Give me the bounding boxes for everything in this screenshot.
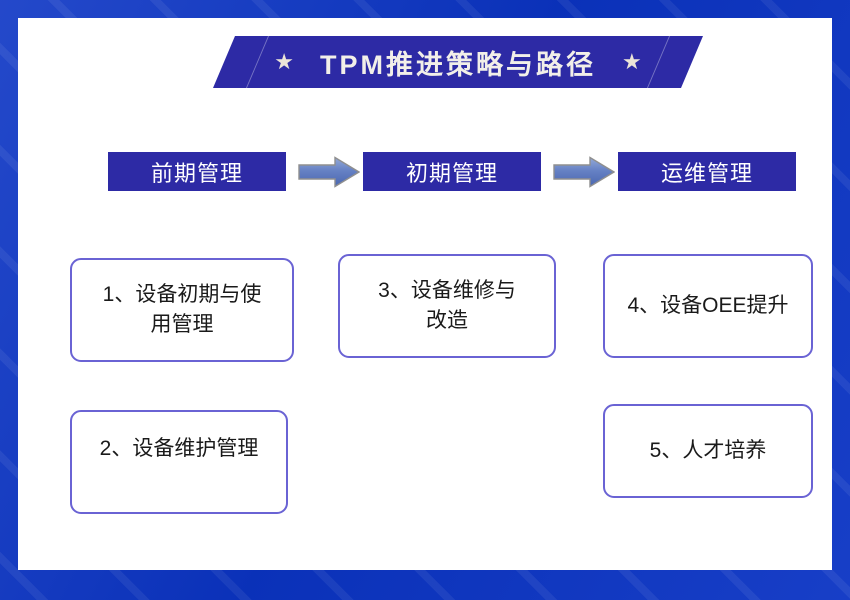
content-card-4[interactable]: 4、设备OEE提升 (603, 254, 813, 358)
stage-header-2[interactable]: 初期管理 (363, 152, 541, 191)
title-banner: ★ TPM推进策略与路径 ★ (213, 36, 703, 88)
banner-rule-right (647, 36, 670, 88)
content-card-2-text: 2、设备维护管理 (99, 437, 259, 460)
arrow-right-icon-1 (298, 156, 360, 188)
stage-header-1[interactable]: 前期管理 (108, 152, 286, 191)
content-card-5-text: 5、人才培养 (649, 439, 767, 463)
star-icon-left: ★ (274, 49, 294, 74)
content-card-1[interactable]: 1、设备初期与使 用管理 (70, 258, 294, 362)
content-card-5[interactable]: 5、人才培养 (603, 404, 813, 498)
slide-canvas: ★ TPM推进策略与路径 ★ 前期管理 初期管理 运维管理 (18, 18, 832, 570)
banner-rule-left (246, 36, 269, 88)
content-card-1-text: 1、设备初期与使 用管理 (102, 283, 262, 336)
content-card-2[interactable]: 2、设备维护管理 (70, 410, 288, 514)
stage-label-1: 前期管理 (150, 160, 243, 186)
arrow-right-icon-2 (553, 156, 615, 188)
stage-label-2: 初期管理 (405, 160, 498, 186)
content-card-3-text: 3、设备维修与 改造 (378, 279, 516, 332)
content-card-3[interactable]: 3、设备维修与 改造 (338, 254, 556, 358)
stage-label-3: 运维管理 (660, 160, 753, 186)
content-card-4-text: 4、设备OEE提升 (627, 294, 789, 318)
stage-header-3[interactable]: 运维管理 (618, 152, 796, 191)
star-icon-right: ★ (622, 49, 642, 74)
page-title: TPM推进策略与路径 (320, 49, 596, 80)
